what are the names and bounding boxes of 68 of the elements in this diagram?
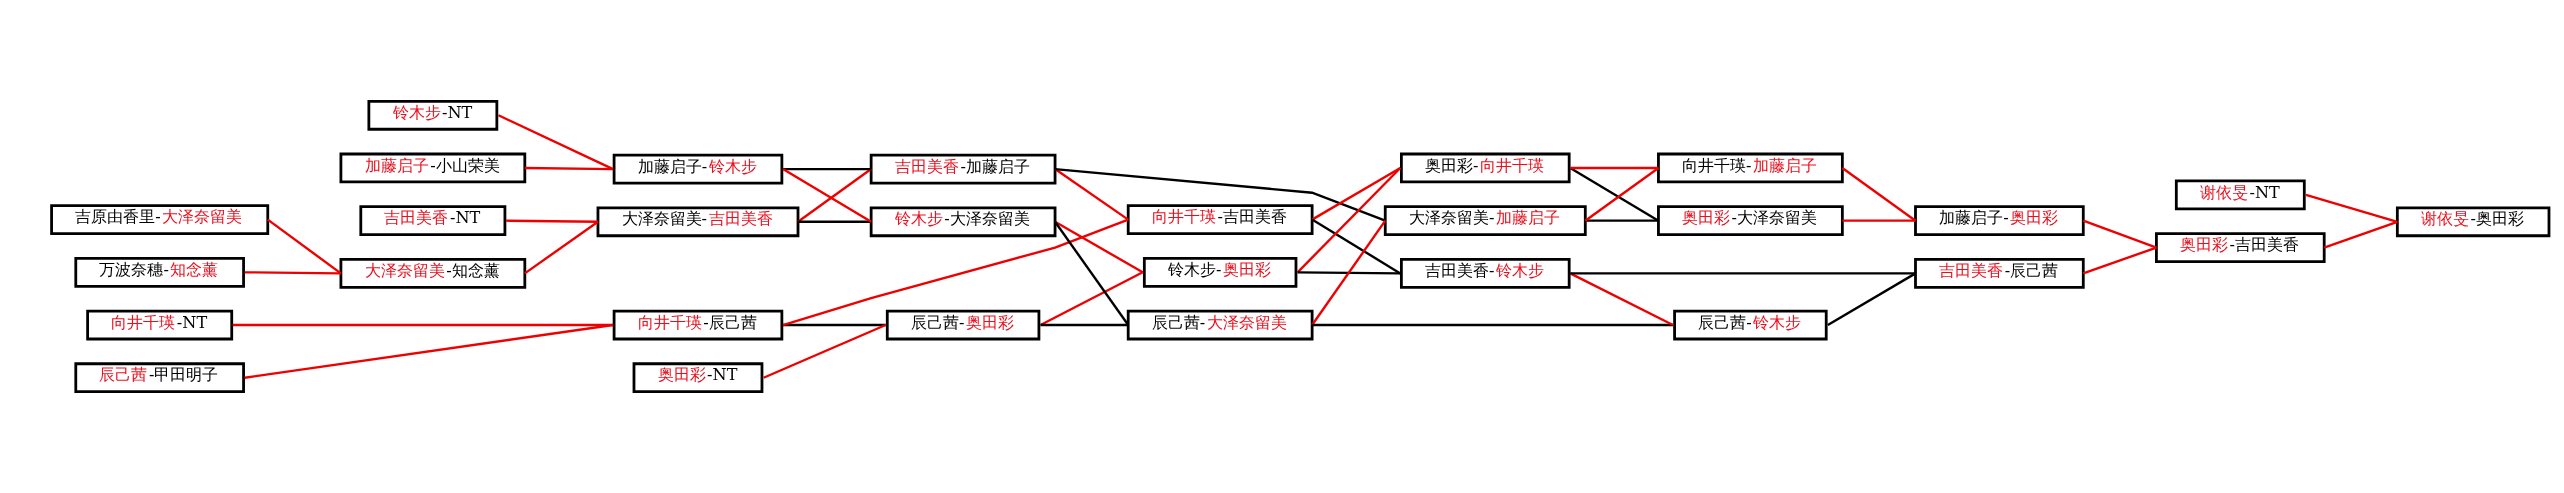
connector: [2082, 219, 2157, 249]
connector: [782, 323, 886, 327]
connector: [2323, 220, 2398, 249]
connector: [1585, 219, 1659, 222]
node-box: 向井千瑛-吉田美香: [1126, 204, 1314, 235]
connector: [1040, 323, 1129, 327]
node-box: 大泽奈留美-知念薰: [339, 258, 527, 289]
connector: [782, 168, 872, 223]
connector: [782, 167, 872, 171]
node-box: 向井千瑛-NT: [86, 309, 234, 341]
connector: [244, 271, 341, 275]
connector: [1311, 166, 1401, 221]
connector: [1842, 219, 1916, 222]
node-box: 大泽奈留美-吉田美香: [596, 206, 800, 238]
connector: [1296, 167, 1402, 274]
connector: [1054, 168, 1129, 221]
connector: [2305, 193, 2398, 223]
connector: [1040, 271, 1144, 327]
connector: [1312, 323, 1673, 327]
node-box: 辰己茜-大泽奈留美: [1126, 309, 1314, 341]
connector: [798, 220, 872, 223]
connector: [1827, 272, 1917, 327]
connector: [1569, 272, 1674, 327]
connector: [497, 114, 614, 171]
connector: [1054, 167, 1386, 222]
connector: [1584, 167, 1660, 222]
connector: [797, 168, 872, 223]
node-box: 辰己茜-甲田明子: [74, 362, 245, 394]
connector: [1841, 167, 1917, 222]
connector: [244, 323, 614, 379]
node-box: 加藤启子-铃木步: [612, 153, 784, 185]
connector: [1311, 220, 1387, 326]
node-box: 加藤启子-小山荣美: [339, 152, 527, 184]
node-box: 铃木步-大泽奈留美: [869, 206, 1057, 238]
connector: [506, 219, 598, 223]
connector: [524, 220, 599, 275]
node-box: 辰己茜-铃木步: [1673, 309, 1828, 341]
node-box: 吉田美香-铃木步: [1400, 258, 1571, 289]
connector: [1311, 218, 1401, 275]
node-box: 奥田彩-大泽奈留美: [1657, 205, 1844, 237]
connector: [782, 218, 1129, 327]
node-box: 奥田彩-向井千瑛: [1400, 152, 1571, 184]
connector: [1570, 166, 1659, 170]
connector: [1297, 271, 1401, 275]
node-box: 铃木步-奥田彩: [1142, 256, 1298, 288]
node-box: 奥田彩-NT: [632, 362, 764, 394]
node-box: 辰己茜-奥田彩: [885, 309, 1041, 341]
connector: [1569, 166, 1660, 222]
node-box: 向井千瑛-辰己茜: [612, 309, 784, 341]
node-box: 谢依旻-NT: [2174, 179, 2306, 211]
node-box: 吉田美香-辰己茜: [1914, 258, 2085, 289]
connector: [763, 323, 887, 379]
node-box: 加藤启子-奥田彩: [1914, 205, 2085, 237]
connector: [1054, 220, 1144, 274]
connector: [1054, 221, 1130, 326]
node-box: 大泽奈留美-加藤启子: [1383, 205, 1587, 237]
connector: [267, 218, 342, 275]
connector: [1570, 272, 1916, 275]
node-box: 万波奈穗-知念薰: [74, 256, 245, 288]
node-box: 吉田美香-加藤启子: [869, 153, 1057, 185]
connector: [524, 166, 614, 171]
node-box: 谢依旻-奥田彩: [2395, 206, 2551, 238]
node-box: 奥田彩-吉田美香: [2155, 232, 2326, 263]
node-box: 吉田美香-NT: [359, 205, 507, 237]
node-box: 吉原由香里-大泽奈留美: [50, 204, 270, 235]
node-box: 铃木步-NT: [367, 99, 499, 131]
connector: [2082, 246, 2157, 275]
node-box: 向井千瑛-加藤启子: [1657, 152, 1844, 184]
